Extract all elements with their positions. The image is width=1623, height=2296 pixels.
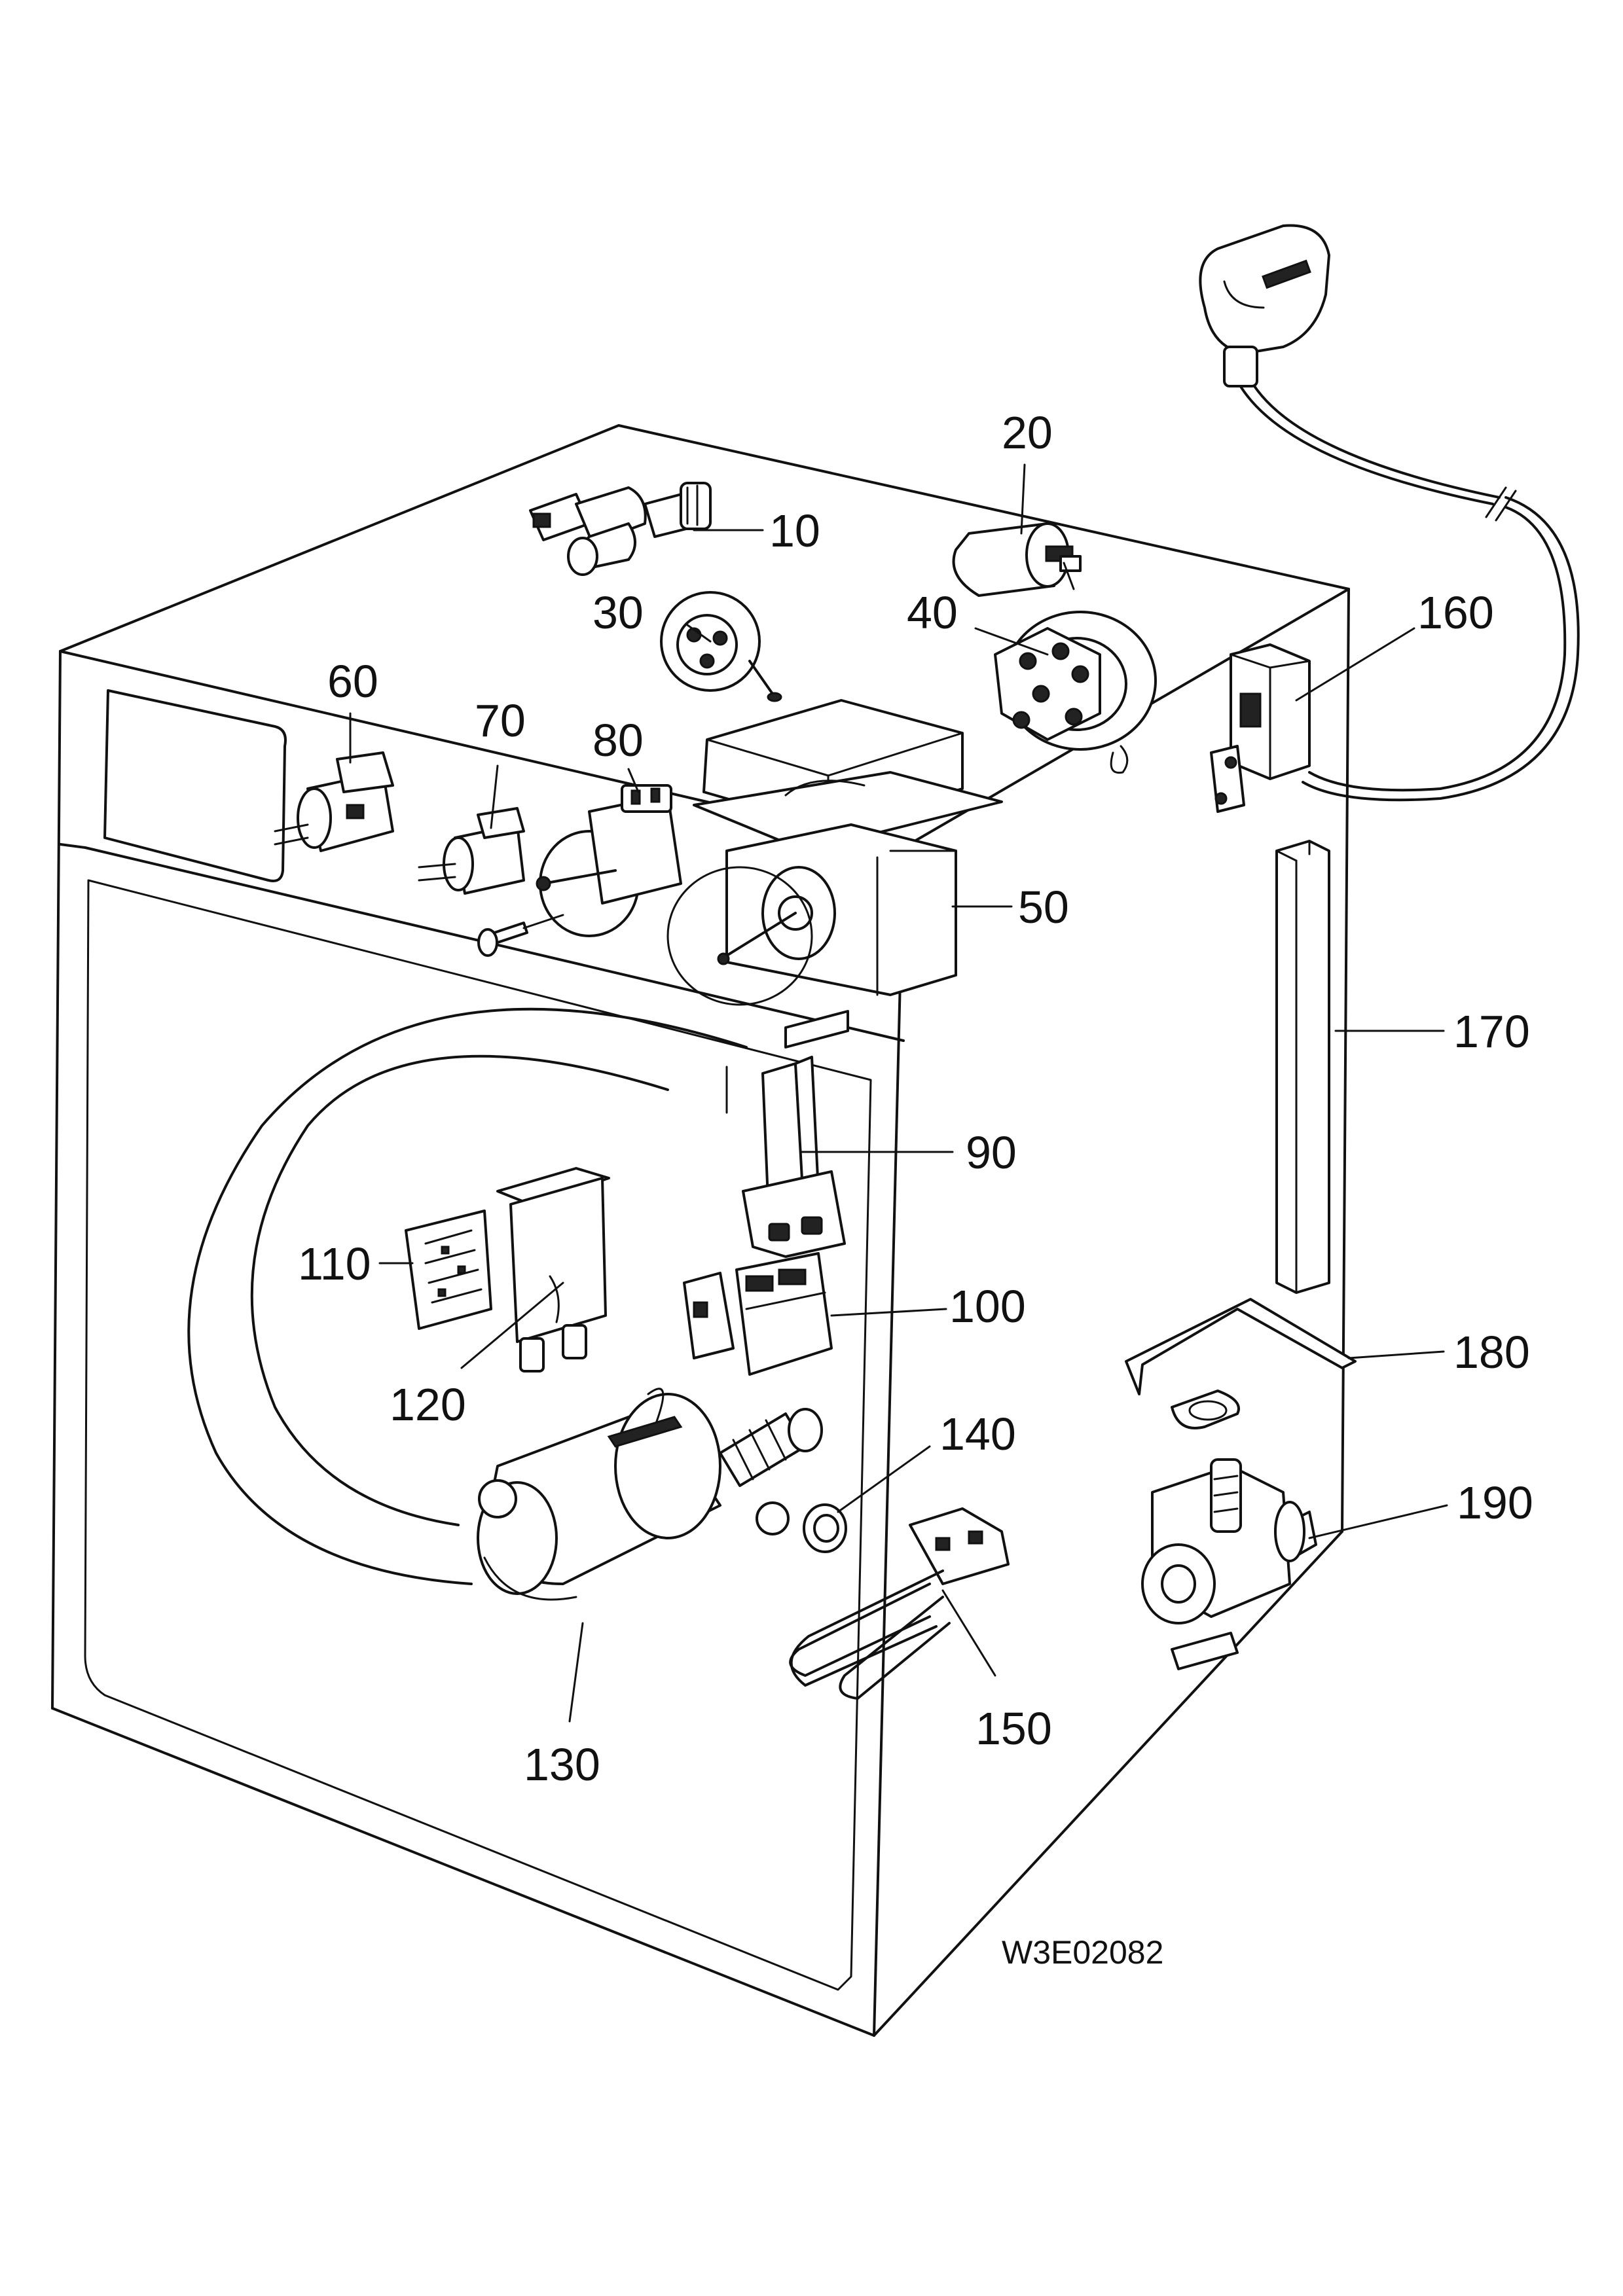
support-bracket-icon xyxy=(1125,1298,1357,1429)
motor-control-module-icon xyxy=(496,1167,610,1372)
part-labels: 10 20 30 40 50 60 70 80 90 100 110 120 1… xyxy=(298,407,1533,1790)
label-part-140: 140 xyxy=(939,1408,1016,1460)
label-part-120: 120 xyxy=(390,1379,466,1430)
label-part-50: 50 xyxy=(1018,882,1069,933)
washing-machine-cabinet xyxy=(51,424,1350,2037)
label-part-20: 20 xyxy=(1002,407,1053,458)
mains-cable-plug-icon xyxy=(1199,224,1580,802)
label-part-150: 150 xyxy=(976,1703,1052,1754)
cable-channel-icon xyxy=(1275,840,1330,1294)
capacitor-icon xyxy=(952,522,1082,597)
label-part-130: 130 xyxy=(524,1739,600,1790)
leader-lines xyxy=(349,463,1448,1723)
door-bracket-icon xyxy=(742,1010,849,1258)
selector-switch-icon xyxy=(477,784,682,957)
pressure-switch-icon xyxy=(660,591,782,702)
label-part-100: 100 xyxy=(949,1281,1026,1332)
label-part-70: 70 xyxy=(475,695,526,746)
drain-pump-icon xyxy=(1141,1458,1317,1670)
label-part-190: 190 xyxy=(1457,1477,1533,1528)
circuit-board-icon xyxy=(405,1210,492,1330)
heating-element-icon xyxy=(789,1507,1010,1700)
mains-filter-icon xyxy=(1210,643,1311,813)
label-part-30: 30 xyxy=(593,587,644,638)
label-part-60: 60 xyxy=(327,656,378,707)
drawing-code: W3E02082 xyxy=(1002,1934,1163,1971)
label-part-170: 170 xyxy=(1453,1006,1530,1057)
programme-timer-icon xyxy=(666,699,1003,1006)
label-part-180: 180 xyxy=(1453,1327,1530,1378)
water-inlet-valve-icon xyxy=(529,482,712,576)
door-interlock-icon xyxy=(683,1252,833,1376)
label-part-90: 90 xyxy=(966,1127,1017,1178)
label-part-160: 160 xyxy=(1417,587,1494,638)
drive-motor-icon xyxy=(477,1388,823,1601)
thermostat-icon xyxy=(803,1503,847,1553)
label-part-80: 80 xyxy=(593,715,644,766)
push-button-switch-70-icon xyxy=(418,807,525,895)
label-part-10: 10 xyxy=(769,505,820,556)
label-part-110: 110 xyxy=(298,1238,371,1289)
pressure-switch-large-icon xyxy=(994,611,1157,774)
push-button-switch-60-icon xyxy=(274,751,394,852)
label-part-40: 40 xyxy=(907,587,958,638)
